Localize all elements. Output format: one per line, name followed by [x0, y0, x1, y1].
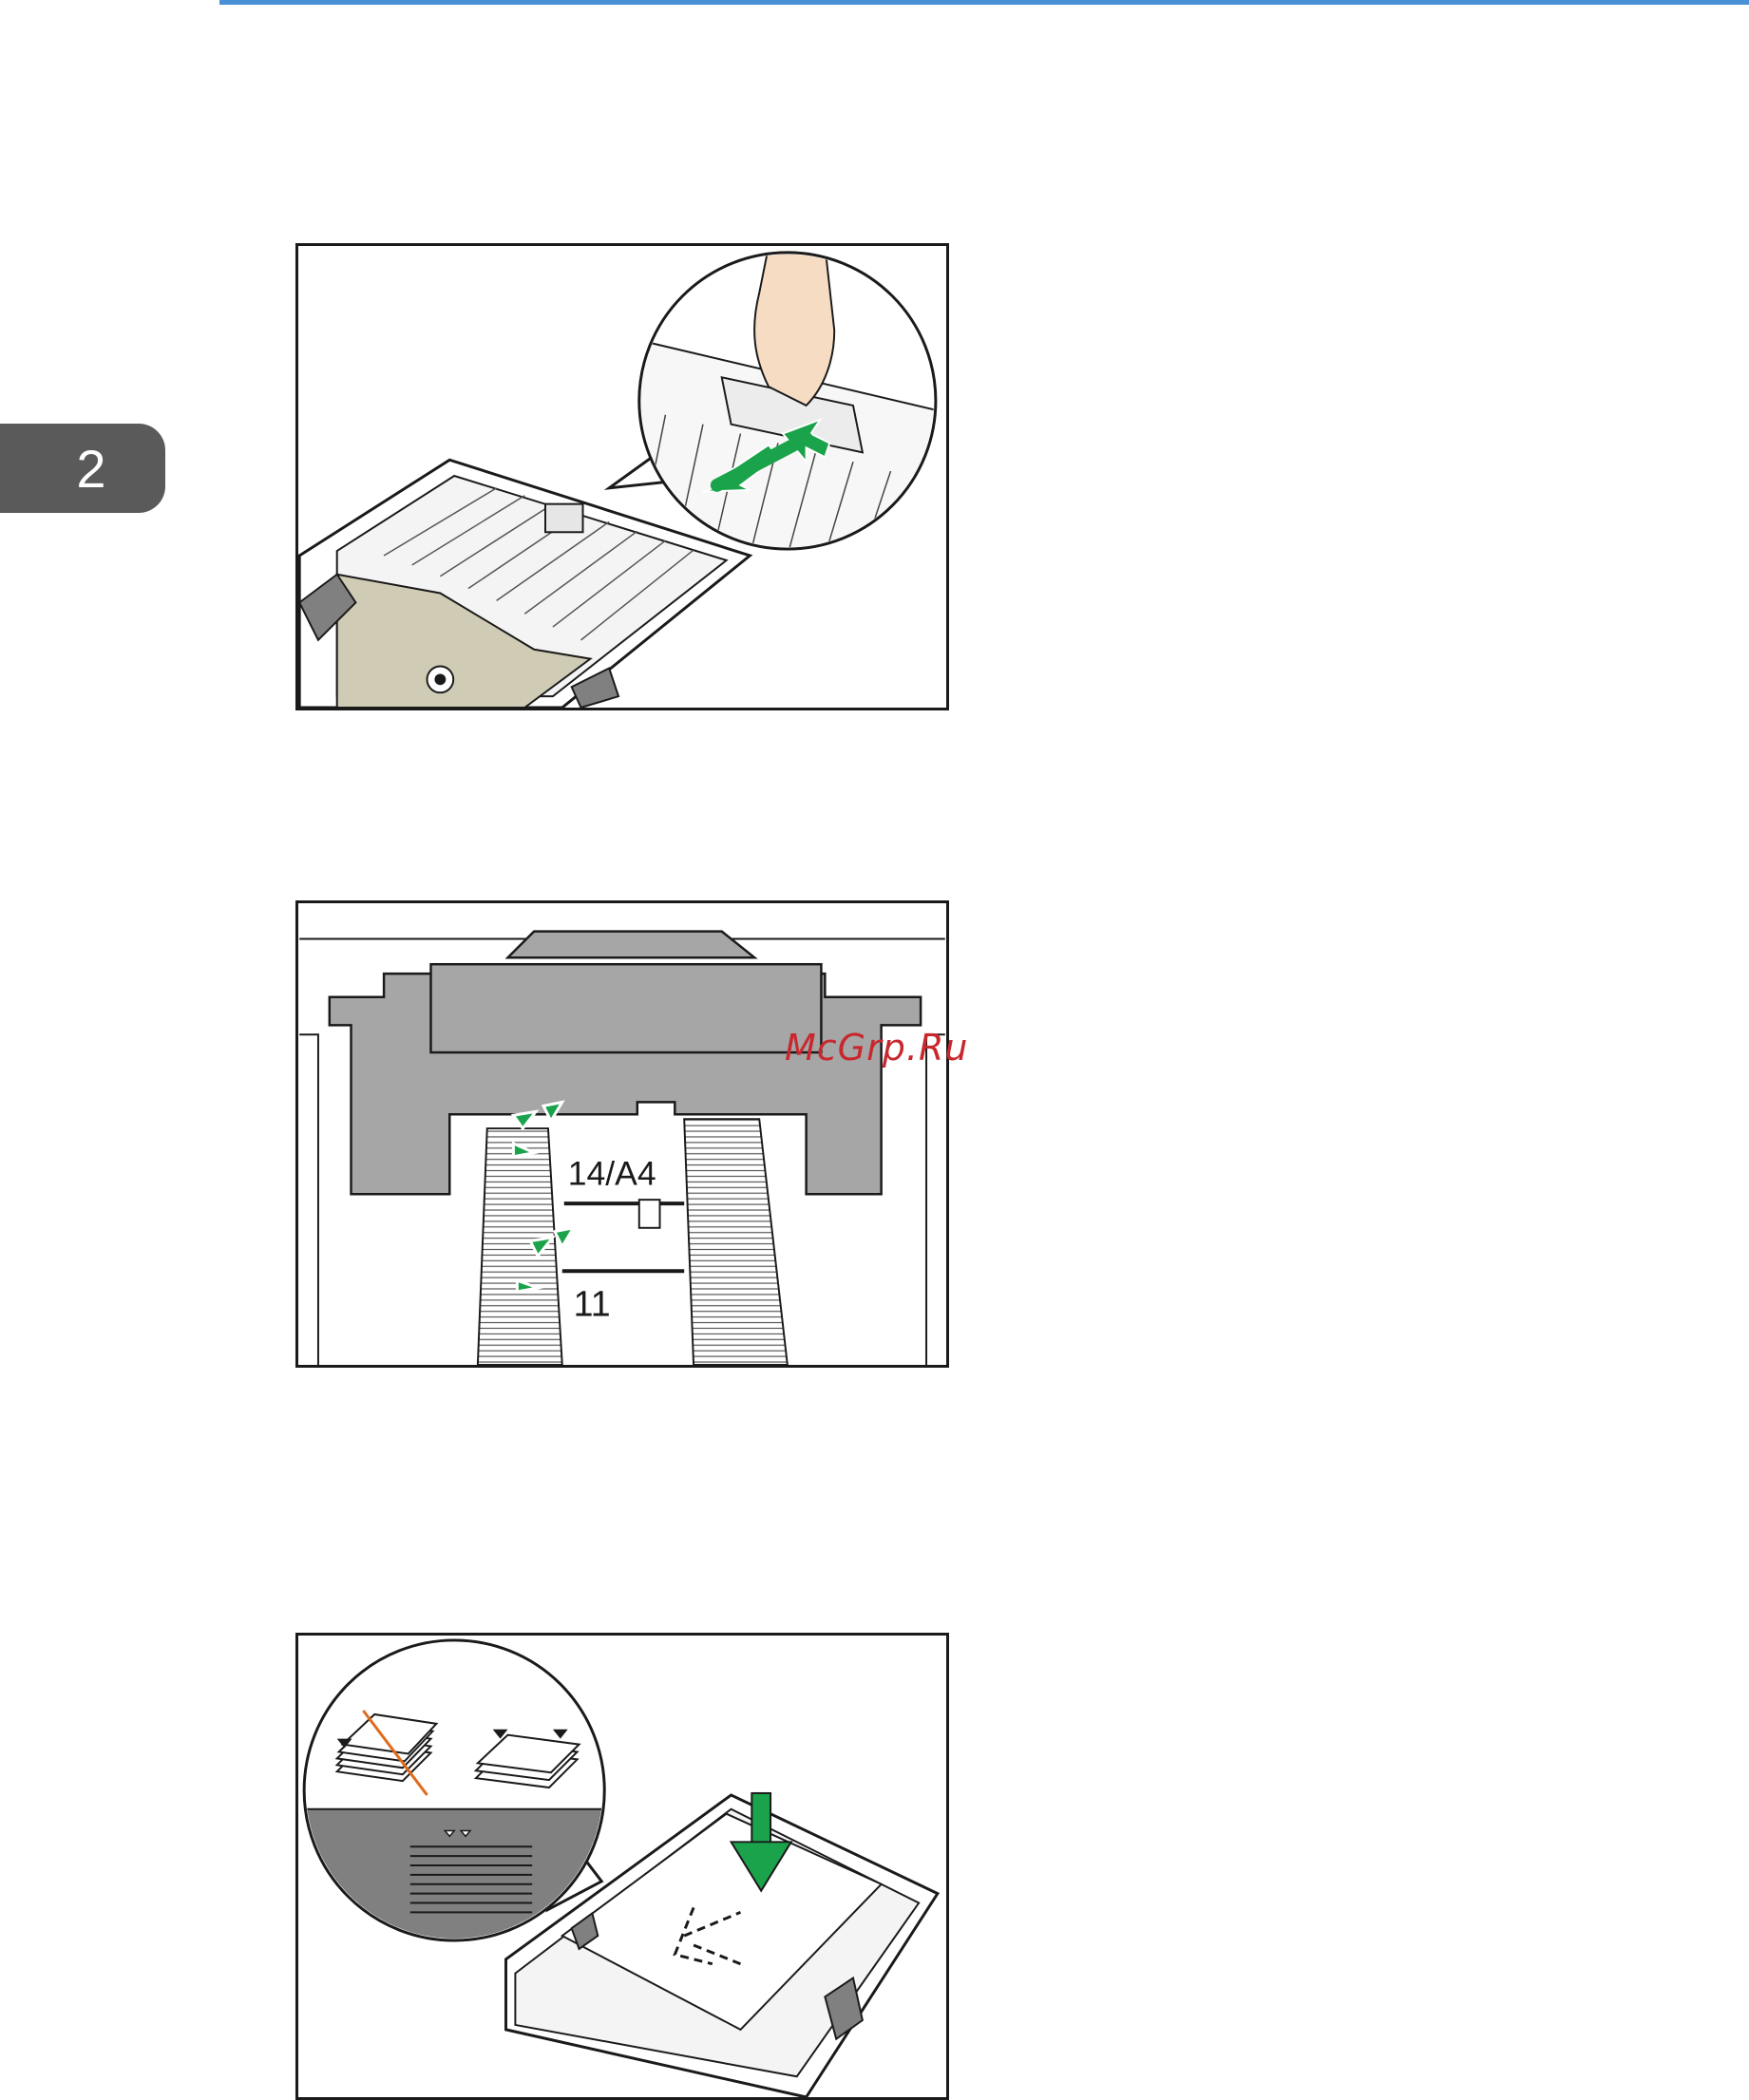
figure-tray-end-guide [295, 243, 949, 710]
load-paper-illustration [298, 1636, 946, 2097]
top-rule [219, 0, 1749, 5]
chapter-tab[interactable]: 2 [0, 424, 165, 513]
chapter-number: 2 [76, 438, 105, 500]
size-label-11: 11 [574, 1284, 611, 1324]
size-marks-illustration: 14/A4 11 [298, 903, 946, 1365]
watermark-text: McGrp.Ru [785, 1027, 968, 1069]
tray-end-guide-illustration [298, 246, 946, 708]
figure-size-marks: 14/A4 11 [295, 900, 949, 1368]
figure-load-paper [295, 1633, 949, 2100]
size-label-a4: 14/A4 [568, 1154, 656, 1192]
